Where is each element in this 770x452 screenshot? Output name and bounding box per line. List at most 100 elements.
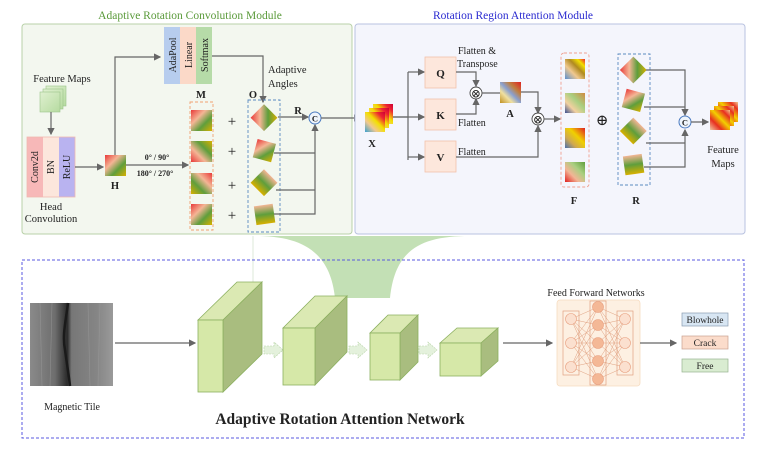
ffn-neuron [592,373,604,385]
q-projection [424,56,457,89]
class-box-crack [681,335,729,350]
conv2d-layer [27,137,43,197]
a-label: A [506,109,514,120]
elementwise-add-icon: ⊕ [596,113,609,129]
magnetic-tile-image [30,302,113,387]
x-label: X [368,139,376,150]
v-projection [424,140,457,173]
class-box-free [681,358,729,373]
m-tile [191,173,212,194]
o-rotated-tile [253,203,276,226]
f-group-box [560,52,590,188]
feature-cube [369,314,419,381]
relu-layer [59,137,75,197]
network-panel [21,259,745,439]
ffn-connection [570,318,599,380]
head-convolution-block: Conv2d BN ReLU [26,136,76,198]
connector [646,69,689,117]
m-group-box [189,101,214,231]
bn-label: BN [46,160,57,174]
feed-forward-network-icon [556,299,641,387]
concat-label: C [682,118,688,128]
head-conv-label-2: Convolution [25,214,78,225]
r-rotated-tile [622,153,645,176]
h-feature-tile [105,155,126,176]
ffn-neuron [619,313,631,325]
attention-map-a [500,82,521,103]
transition-arrow [348,341,368,359]
arrow [212,55,267,104]
arrow [456,124,542,158]
m-tile [191,141,212,162]
transition-arrow [418,341,438,359]
plus-sign: + [228,114,236,130]
r-label: R [632,196,640,207]
angle-label-bottom: 180° / 270° [137,169,174,178]
ffn-connection [570,324,599,368]
rra-module-title: Rotation Region Attention Module [433,10,593,22]
class-label-free: Free [697,362,714,372]
ffn-connection [570,318,599,344]
flatten-transpose-label-1: Flatten & [458,46,496,57]
matmul-symbol: ⊗ [471,87,481,101]
plus-sign: + [228,208,236,224]
connector [274,123,319,215]
q-label: Q [436,68,445,80]
ffn-neuron [592,319,604,331]
f-tile [565,93,585,113]
flatten-v-label: Flatten [458,147,486,158]
adaptive-angles-label-2: Angles [268,79,298,90]
h-label: H [111,181,119,192]
ffn-label: Feed Forward Networks [547,288,644,299]
f-tile [565,59,585,79]
output-feature-stack [710,102,738,130]
arrow [521,91,542,115]
rra-module-panel [354,23,746,235]
flatten-transpose-label-2: Transpose [457,59,498,70]
softmax-label: Softmax [200,38,211,72]
ffn-connection [597,318,626,362]
m-label: M [196,90,206,101]
ffn-connection [570,342,599,368]
ffn-connection [570,342,599,380]
x-feature-stack [365,104,393,132]
ffn-connection [597,342,626,368]
ffn-connection [597,342,626,380]
ffn-connection [597,306,626,368]
class-box-blowhole [681,312,729,327]
output-feature-maps-label-1: Feature [707,145,739,156]
o-group-box [247,99,281,233]
output-feature-maps-label-2: Maps [711,159,734,170]
m-tile [191,204,212,225]
arrow [114,53,162,155]
feature-cube [197,281,263,393]
flatten-k-label: Flatten [458,118,486,129]
adapool-label: AdaPool [168,37,179,72]
arrow [456,71,480,88]
ffn-neuron [619,361,631,373]
r-group-box [617,53,651,186]
bn-layer [43,137,59,197]
o-rotated-tile [252,138,276,163]
arrow [456,97,480,115]
matmul-symbol: ⊗ [533,113,543,127]
ffn-neuron [592,301,604,313]
ffn-neuron [592,337,604,349]
v-label: V [437,152,445,164]
class-label-blowhole: Blowhole [687,316,724,326]
ffn-connection [570,318,599,362]
feature-cube [438,327,500,377]
linear-label: Linear [184,41,195,68]
plus-sign: + [228,178,236,194]
r-rotated-tile [621,88,646,112]
ffn-connection [597,306,626,344]
ffn-connection [597,318,626,380]
arc-module-title: Adaptive Rotation Convolution Module [98,10,282,22]
ffn-connection [597,324,626,368]
ffn-neuron [565,313,577,325]
figure-title: Adaptive Rotation Attention Network [215,411,465,428]
softmax-layer [196,27,212,84]
r-label: R [294,106,302,117]
transition-arrow [263,341,284,359]
linear-layer [180,27,196,84]
